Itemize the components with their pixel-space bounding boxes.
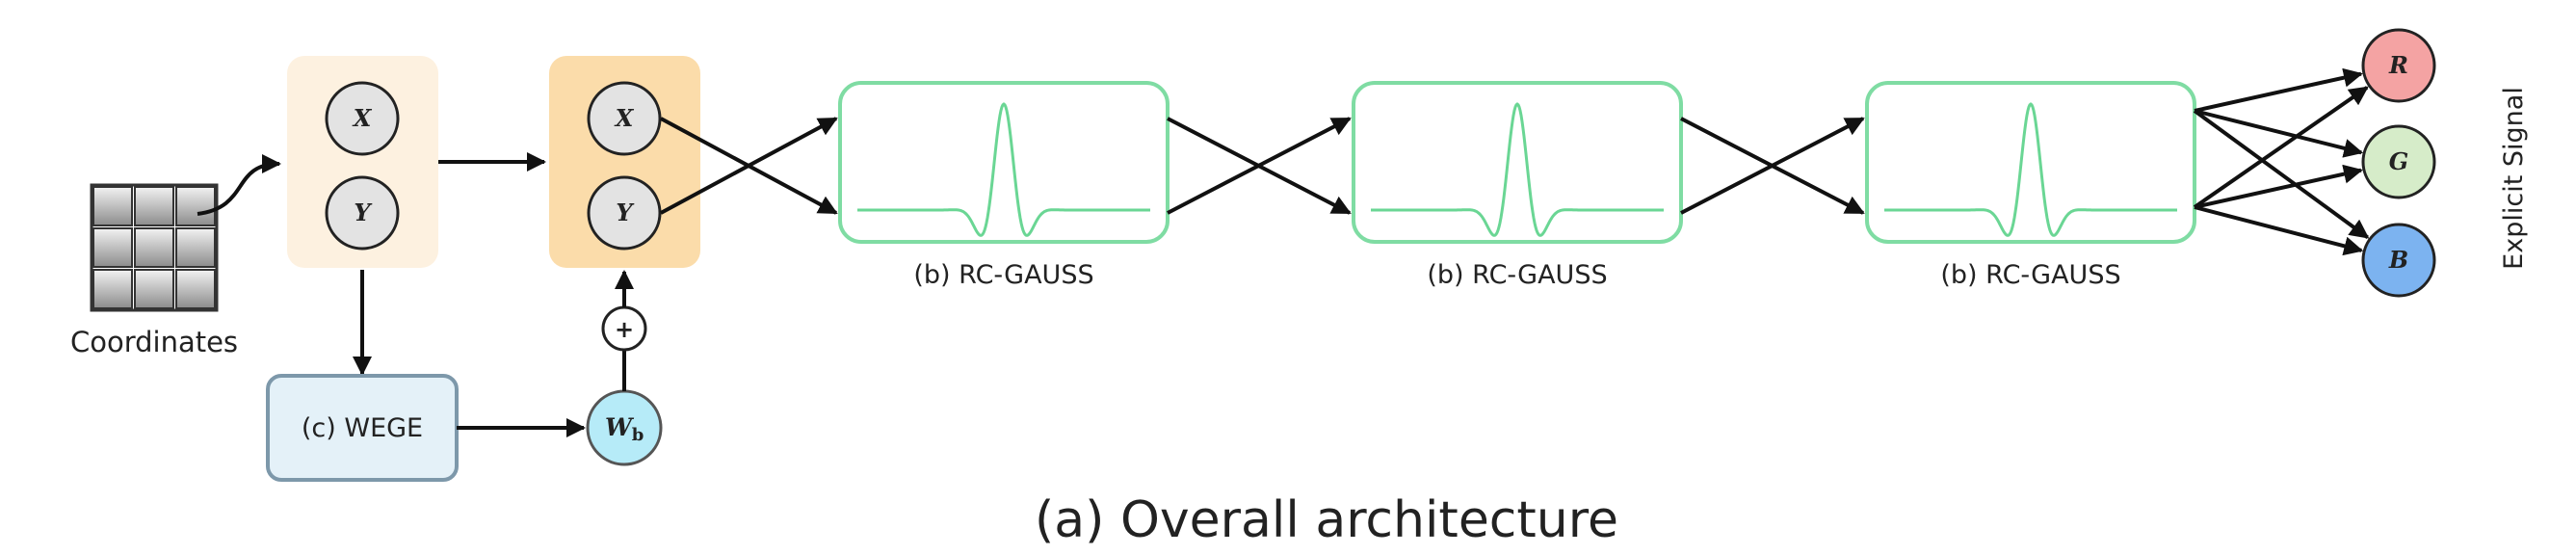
coordinates-to-input-arrow xyxy=(197,154,281,216)
rc-gauss-block-2: (b) RC-GAUSS xyxy=(1352,81,1683,290)
svg-text:B: B xyxy=(2388,246,2408,274)
rc-gauss-label: (b) RC-GAUSS xyxy=(1427,260,1607,290)
gaussian-wave-icon xyxy=(1371,102,1664,237)
input-node-y: Y xyxy=(325,175,400,251)
cross-connection-1 xyxy=(1167,117,1352,215)
biased-node-y: Y xyxy=(587,175,662,251)
coordinates-grid-icon xyxy=(90,183,219,312)
cross-connection-0 xyxy=(660,117,838,215)
svg-text:R: R xyxy=(2388,51,2408,79)
svg-text:X: X xyxy=(352,104,373,132)
plus-node: + xyxy=(601,305,647,352)
rc-gauss-block-1: (b) RC-GAUSS xyxy=(838,81,1170,290)
caption: (a) Overall architecture xyxy=(1035,491,1618,549)
rc-gauss-label: (b) RC-GAUSS xyxy=(1940,260,2120,290)
bias-node: W b xyxy=(586,389,663,466)
svg-text:X: X xyxy=(614,104,635,132)
biased-input-box xyxy=(549,56,700,268)
svg-text:+: + xyxy=(615,316,634,343)
svg-text:G: G xyxy=(2389,147,2409,175)
svg-text:W: W xyxy=(605,413,635,441)
output-node-b: B xyxy=(2361,223,2436,298)
rc-gauss-block-3: (b) RC-GAUSS xyxy=(1865,81,2196,290)
biased-node-x: X xyxy=(587,81,662,156)
rc-gauss-label: (b) RC-GAUSS xyxy=(913,260,1093,290)
cross-connection-2 xyxy=(1680,117,1865,215)
svg-text:b: b xyxy=(632,425,644,445)
output-node-r: R xyxy=(2361,28,2436,103)
output-node-g: G xyxy=(2361,124,2436,199)
explicit-signal-label: Explicit Signal xyxy=(2499,87,2529,270)
input-node-x: X xyxy=(325,81,400,156)
coordinates-label: Coordinates xyxy=(70,326,238,358)
gaussian-wave-icon xyxy=(857,102,1150,237)
gaussian-wave-icon xyxy=(1884,102,2177,237)
output-connections xyxy=(2193,67,2370,256)
input-box xyxy=(287,56,438,268)
wege-label: (c) WEGE xyxy=(302,413,423,443)
svg-text:Y: Y xyxy=(354,198,373,226)
svg-text:Y: Y xyxy=(616,198,635,226)
